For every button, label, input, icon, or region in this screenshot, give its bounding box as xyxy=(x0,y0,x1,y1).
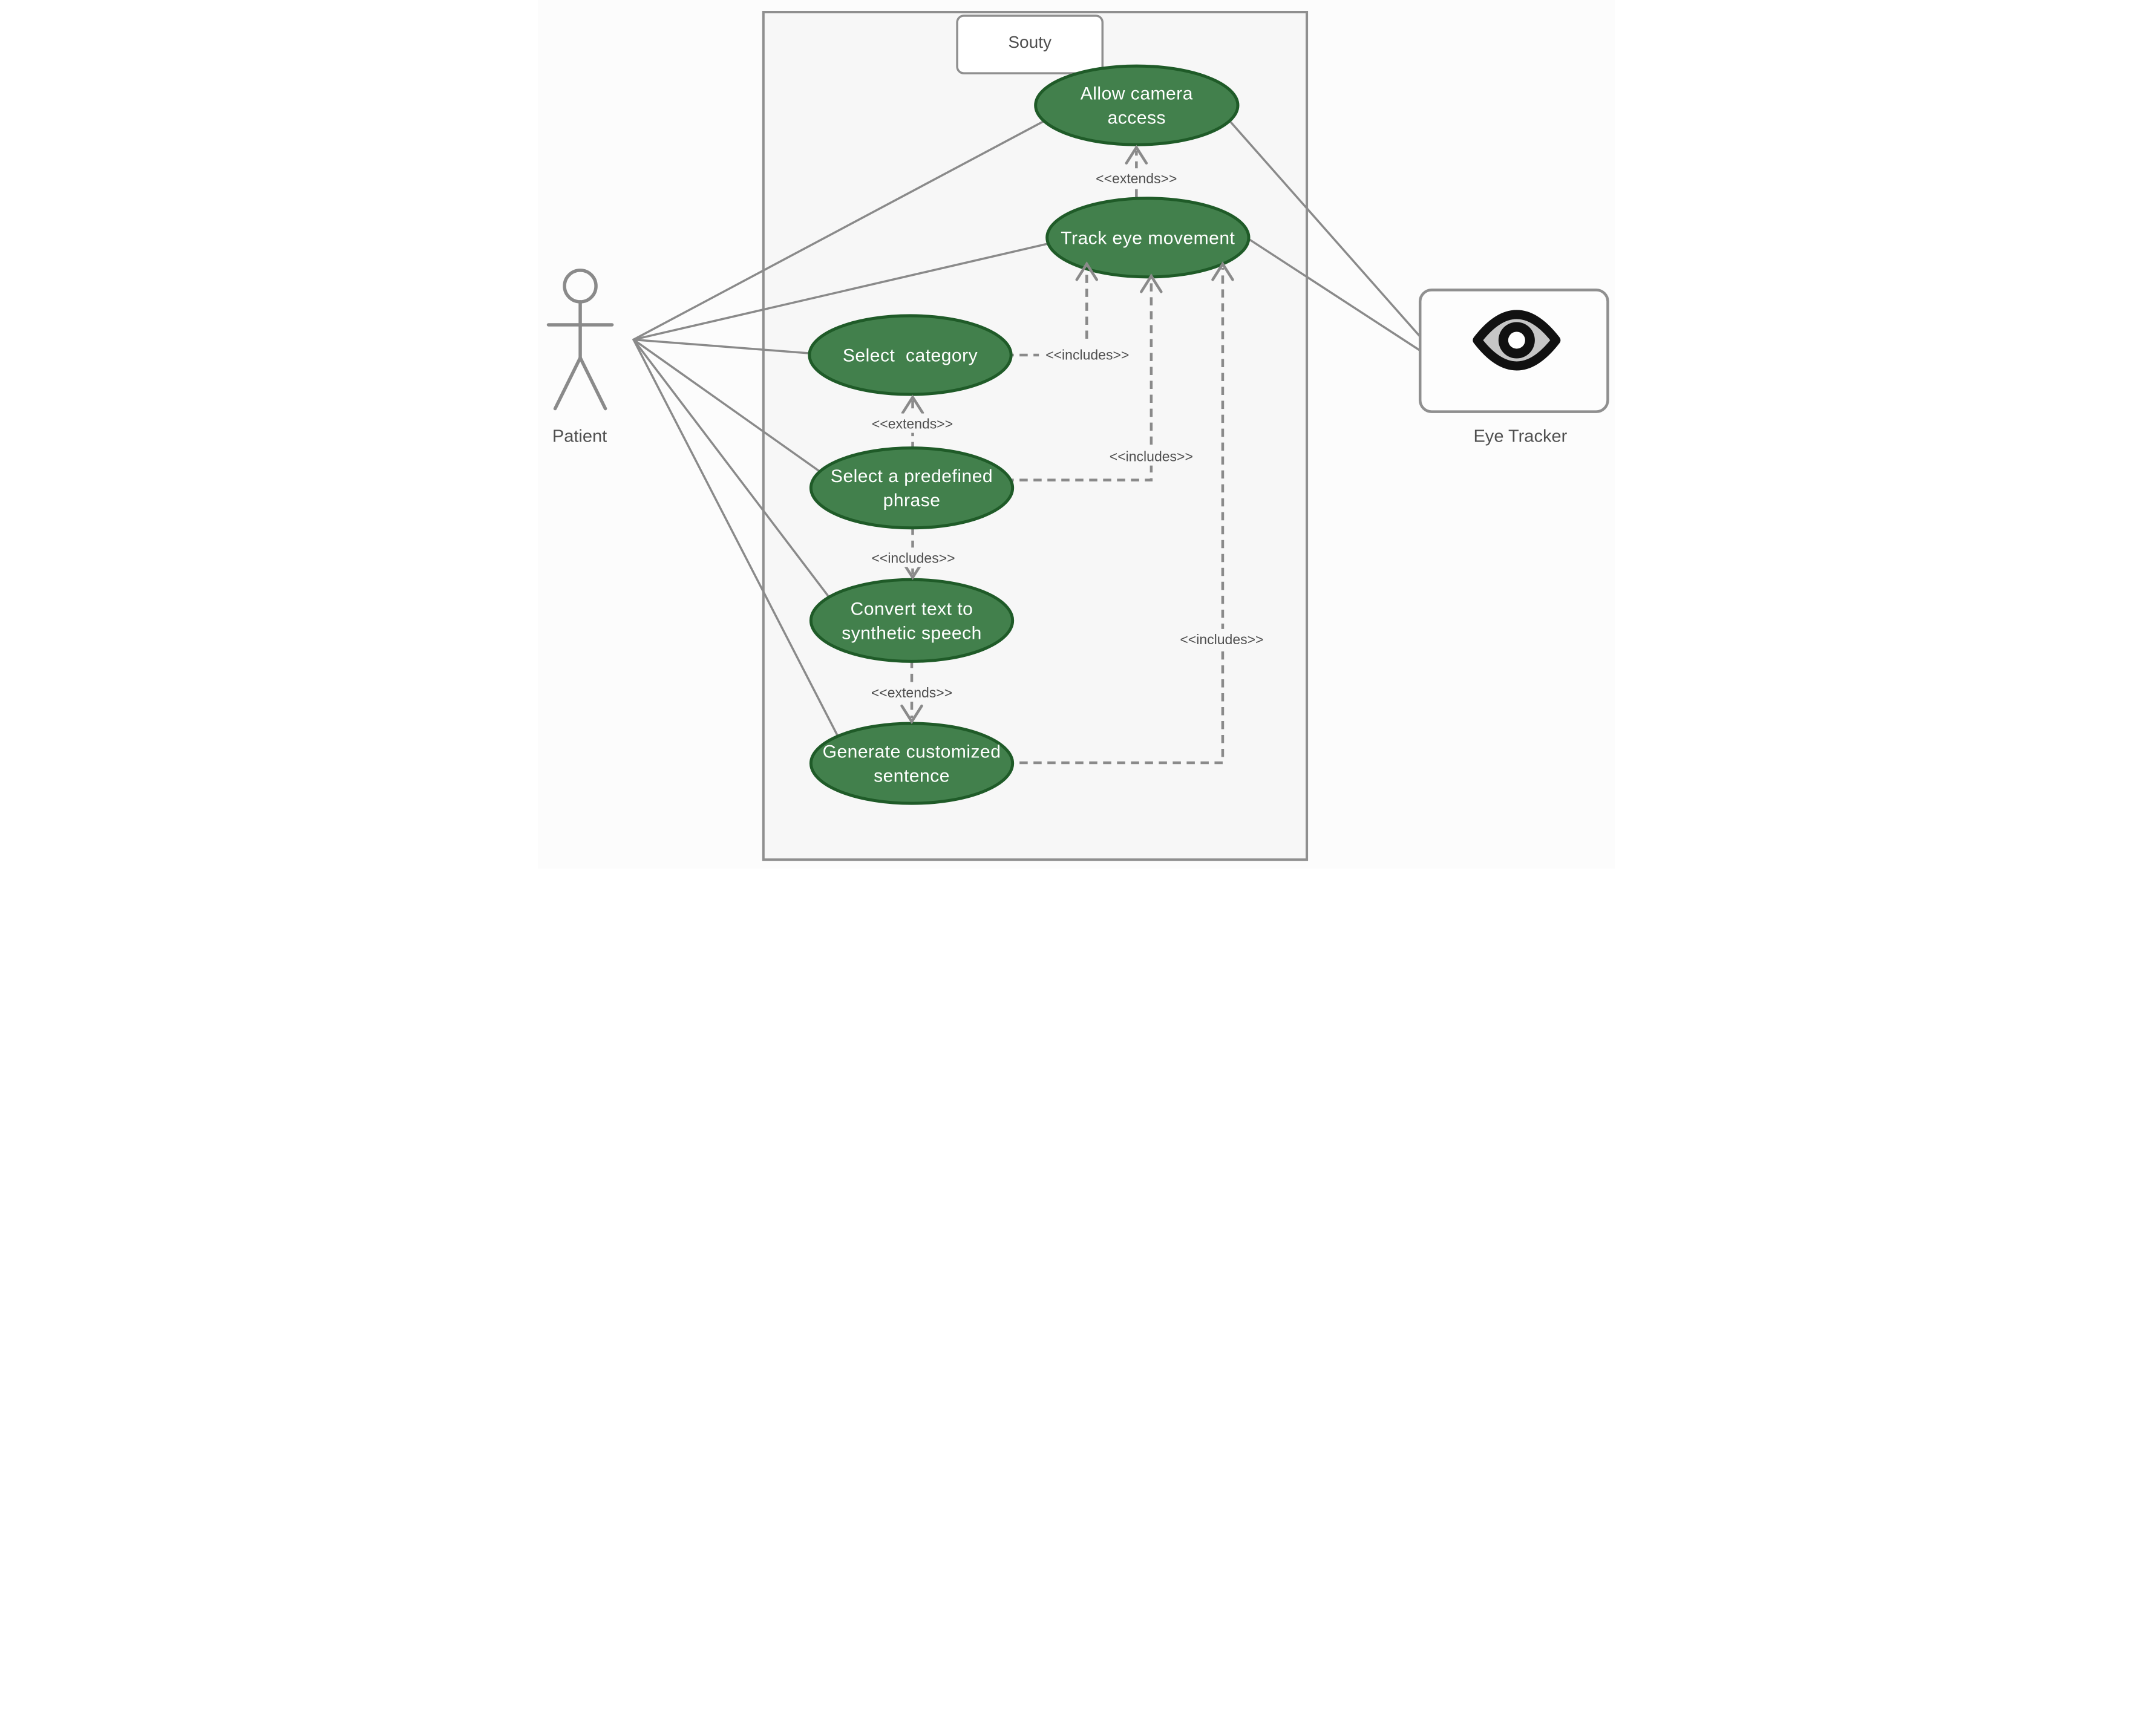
label-background xyxy=(1102,446,1200,466)
arrowhead-down-icon xyxy=(901,560,924,581)
extends-label: <<extends>> xyxy=(871,416,952,432)
includes-category-to-track-line xyxy=(1005,267,1088,357)
use-case-select-predefined-phrase[interactable]: Select a predefined phrase xyxy=(809,446,1014,530)
arrowhead-up-icon xyxy=(1211,261,1234,281)
arrowhead-up-icon xyxy=(1125,145,1148,165)
association-eye-tracker-allow-camera-access xyxy=(1229,121,1421,338)
use-case-label-line: phrase xyxy=(883,491,940,511)
association-patient-track-eye-movement xyxy=(632,238,1068,341)
label-background xyxy=(1038,344,1136,364)
includes-label: <<includes>> xyxy=(1180,631,1263,647)
relationship-labels: <<extends>> <<includes>> <<extends>> <<i… xyxy=(863,168,1271,702)
association-patient-select-predefined-phrase xyxy=(632,338,829,479)
system-boundary-souty[interactable]: Souty xyxy=(762,11,1308,861)
label-background xyxy=(863,682,960,702)
use-case-generate-customized-sentence[interactable]: Generate customized sentence xyxy=(809,722,1014,805)
actor-eye-tracker[interactable]: Eye Tracker xyxy=(1418,289,1609,446)
use-case-label-line: Select a predefined xyxy=(830,466,992,486)
use-case-ellipse xyxy=(1045,197,1250,279)
use-case-allow-camera-access[interactable]: Allow camera access xyxy=(1033,64,1239,146)
includes-generate-to-track-line xyxy=(1005,267,1224,765)
use-case-ellipse xyxy=(807,314,1013,396)
system-title-box xyxy=(955,15,1104,74)
actor-patient[interactable]: Patient xyxy=(546,269,613,446)
use-case-label-line: sentence xyxy=(874,766,950,786)
association-patient-select-category xyxy=(632,338,829,356)
use-case-track-eye-movement[interactable]: Track eye movement xyxy=(1045,197,1250,279)
arrowhead-up-icon xyxy=(901,394,924,414)
association-eye-tracker-track-eye-movement xyxy=(1241,234,1421,352)
label-background xyxy=(1087,168,1185,188)
extends-label: <<extends>> xyxy=(1096,171,1177,186)
use-case-label-line: Allow camera xyxy=(1080,84,1192,104)
includes-phrase-to-track-line xyxy=(1005,279,1153,481)
system-title: Souty xyxy=(1008,33,1051,51)
use-case-select-category[interactable]: Select category xyxy=(807,314,1013,396)
use-case-label-line: Select category xyxy=(842,345,977,365)
includes-label: <<includes>> xyxy=(1109,449,1192,465)
use-case-ellipse xyxy=(809,578,1014,663)
use-case-label-line: Track eye movement xyxy=(1061,228,1235,248)
stick-figure-left-leg xyxy=(553,356,582,411)
extends-label: <<extends>> xyxy=(871,685,952,700)
use-case-ellipse xyxy=(809,722,1014,805)
arrowhead-down-icon xyxy=(900,704,923,725)
actor-eye-tracker-label: Eye Tracker xyxy=(1473,427,1567,446)
use-case-convert-text-to-speech[interactable]: Convert text to synthetic speech xyxy=(809,578,1014,663)
eye-icon xyxy=(1472,310,1560,371)
relationship-arrowheads xyxy=(900,145,1234,725)
use-case-label-line: Convert text to xyxy=(850,599,973,619)
eye-pupil xyxy=(1508,331,1525,349)
association-patient-generate-customized-sentence xyxy=(632,338,842,743)
stick-figure-right-leg xyxy=(578,356,607,411)
association-lines xyxy=(632,115,1421,743)
arrowhead-up-icon xyxy=(1139,273,1163,293)
arrowhead-up-icon xyxy=(1074,261,1098,281)
association-patient-allow-camera-access xyxy=(632,115,1053,341)
use-case-diagram-canvas: Souty Allow camera access Track eye move… xyxy=(537,0,1615,869)
includes-label: <<includes>> xyxy=(1045,347,1129,362)
label-background xyxy=(863,413,961,433)
use-case-label-line: Generate customized xyxy=(822,742,1001,762)
label-background xyxy=(1172,628,1271,648)
use-case-ellipse xyxy=(1033,64,1239,146)
use-case-ellipse xyxy=(809,446,1014,530)
actor-patient-label: Patient xyxy=(552,427,606,446)
use-case-label-line: access xyxy=(1107,108,1165,128)
includes-label: <<includes>> xyxy=(871,550,955,566)
association-patient-convert-text-to-speech xyxy=(632,338,839,610)
label-background xyxy=(864,547,962,567)
system-boundary-box xyxy=(762,11,1308,861)
use-case-diagram-page: Souty Allow camera access Track eye move… xyxy=(537,0,1615,869)
use-case-label-line: synthetic speech xyxy=(842,623,982,643)
